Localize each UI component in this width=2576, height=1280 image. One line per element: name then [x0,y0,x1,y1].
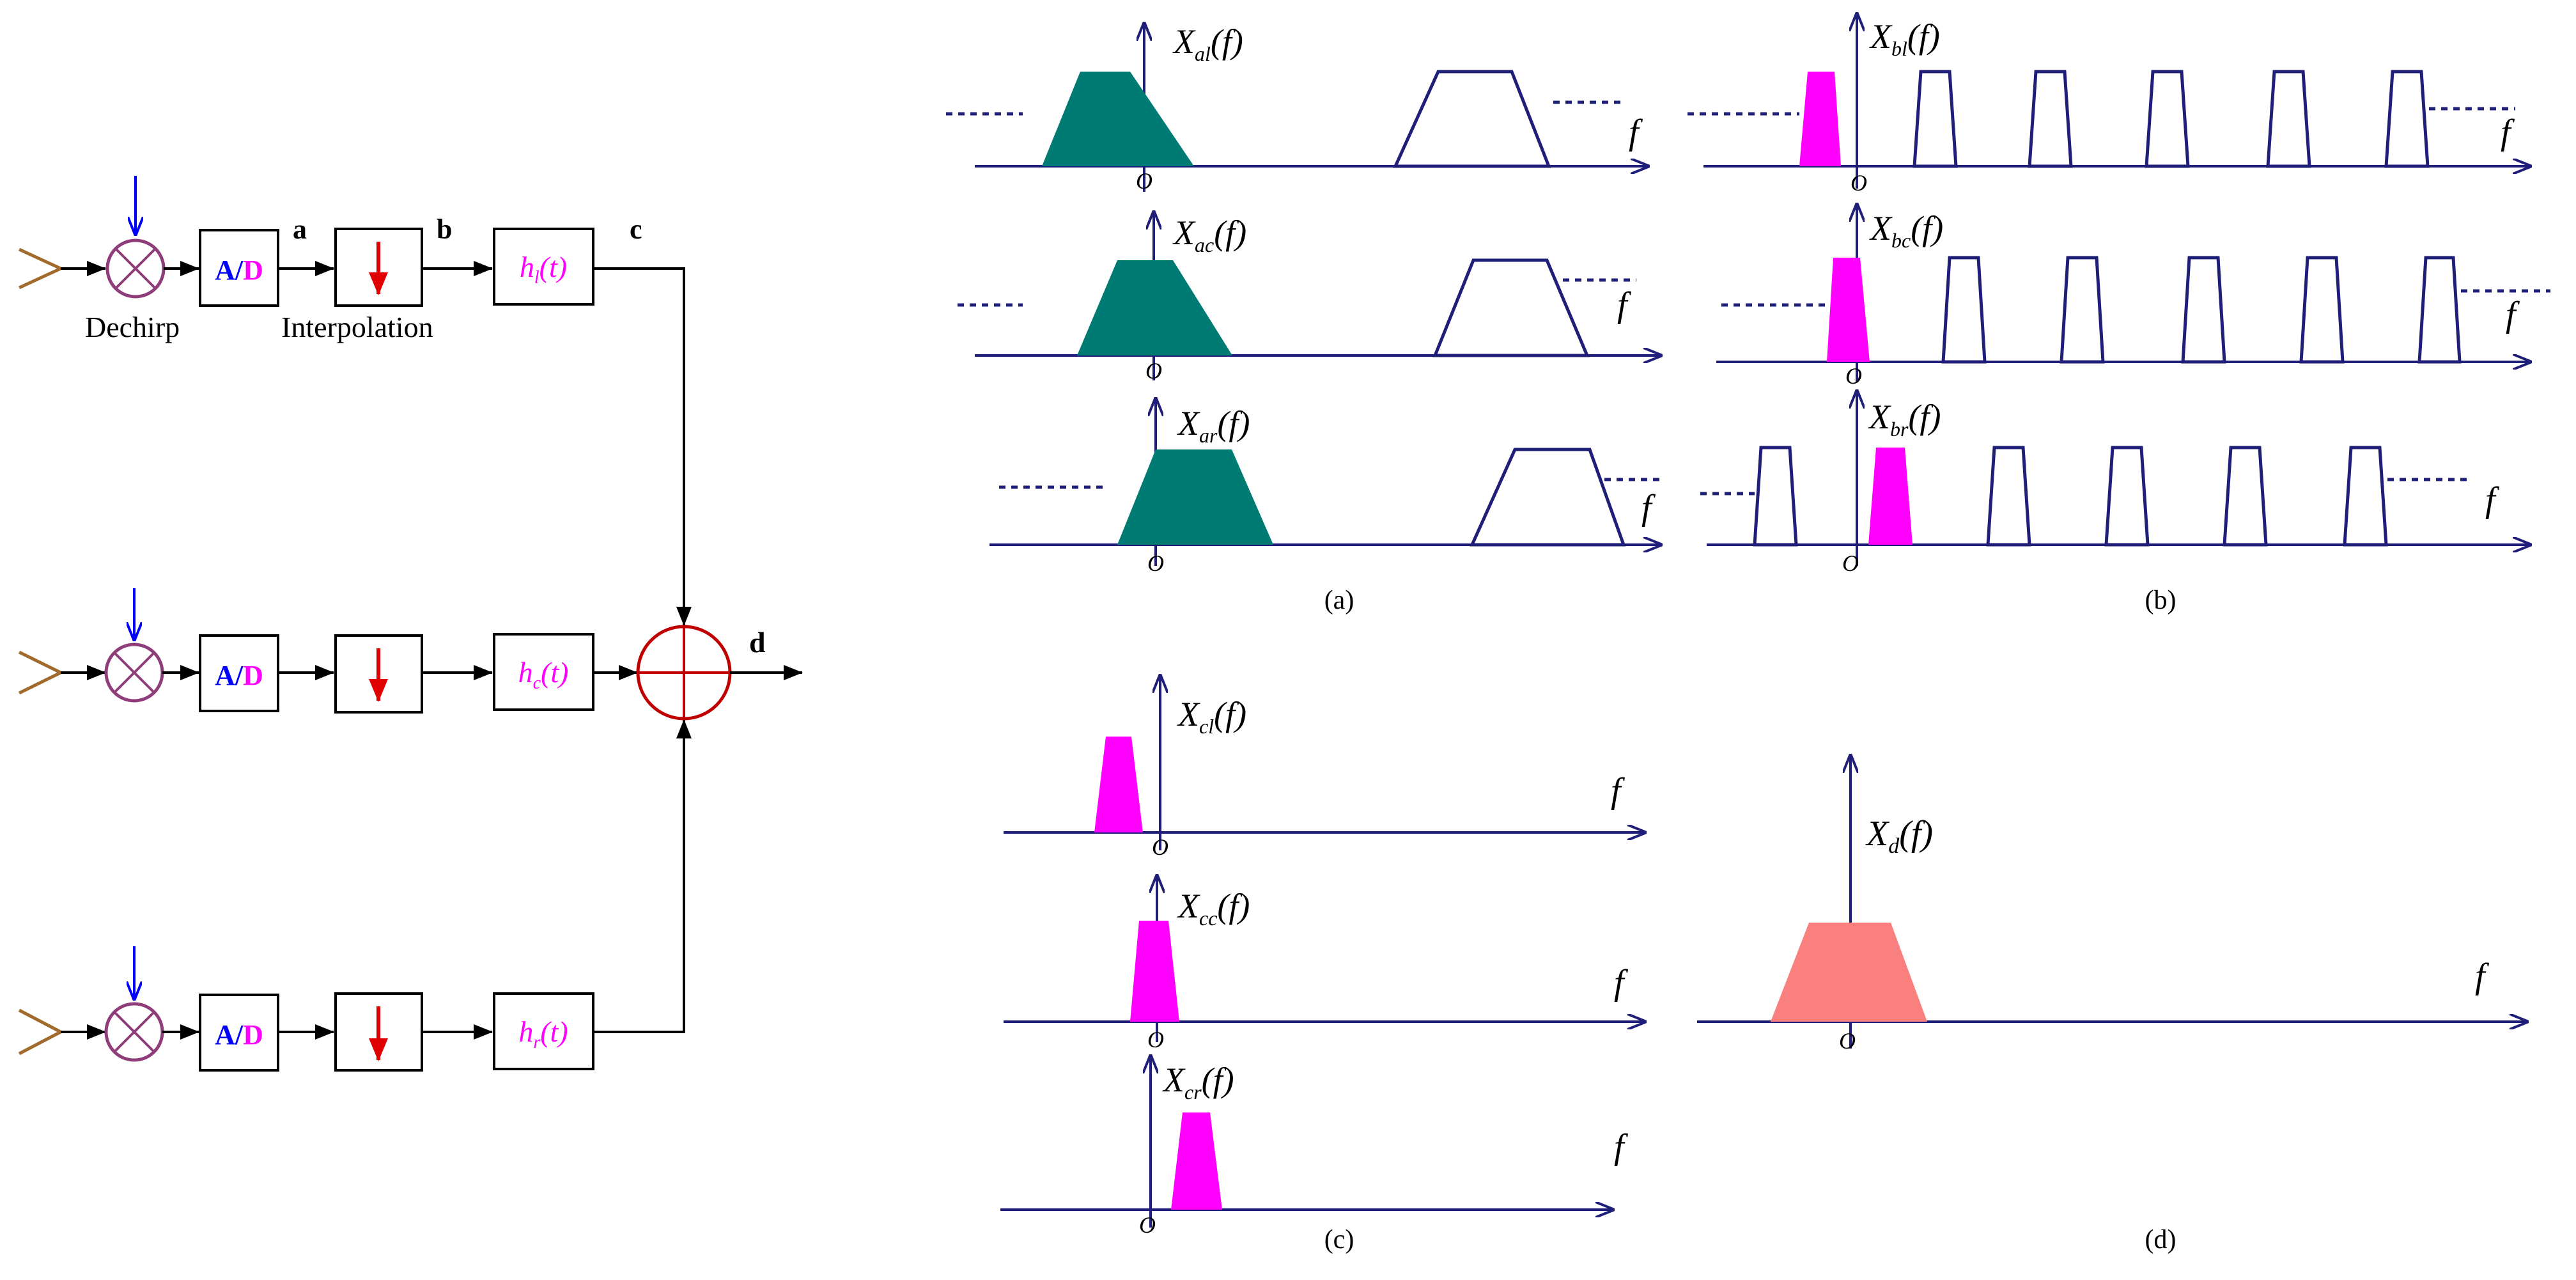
spectrum-label-d: Xd(f) [1865,814,1933,858]
panel-caption-b: (b) [2145,586,2176,615]
spectrum-label-cr: Xcr(f) [1162,1061,1234,1104]
panel-caption-c: (c) [1324,1225,1354,1254]
freq-axis-label: f [1614,1127,1629,1167]
panel-d: Xd(f) f O (d) [1697,754,2528,1254]
freq-axis-label: f [2485,480,2500,520]
origin-label: O [1136,168,1152,194]
origin-label: O [1851,170,1867,196]
freq-axis-label: f [1614,963,1629,1003]
origin-label: O [1147,1027,1164,1052]
ad-label: A/D [215,1019,263,1050]
panel-a: Xal(f) f O Xac(f) f O Xar(f) f O (a) [946,22,1665,615]
origin-label: O [1152,834,1168,860]
spectrum-label-ac: Xac(f) [1172,214,1246,256]
panel-caption-a: (a) [1324,586,1354,615]
spectrum-label-br: Xbr(f) [1868,398,1941,441]
panel-caption-d: (d) [2145,1225,2176,1254]
origin-label: O [1842,550,1859,576]
channel-left: Dechirp A/D a Interpolation b hl(t) c [18,176,692,626]
origin-label: O [1839,1028,1856,1054]
ad-converter-block [199,634,279,712]
freq-axis-label: f [2506,295,2520,334]
filter-right-block [493,992,594,1070]
origin-label: O [1145,358,1162,384]
ad-converter-block [199,994,279,1072]
spectrum-label-cc: Xcc(f) [1177,887,1250,930]
origin-label: O [1845,363,1862,389]
freq-axis-label: f [1617,285,1632,325]
spectra: Xal(f) f O Xac(f) f O Xar(f) f O (a) [946,13,2550,1254]
panel-b: Xbl(f) f O Xbc(f) f O [1688,13,2550,615]
filter-left-label: hl(t) [520,251,567,288]
panel-c: Xcl(f) f O Xcc(f) f O Xcr(f) f O (c) [1000,675,1646,1254]
freq-axis-label: f [1629,113,1643,152]
antenna-icon [18,1008,65,1056]
freq-axis-label: f [1641,488,1656,527]
mixer-icon [105,238,166,299]
spectrum-label-bl: Xbl(f) [1869,17,1940,60]
ad-label: A/D [215,254,263,286]
dechirp-label: Dechirp [85,311,180,343]
freq-axis-label: f [2475,956,2490,996]
node-a-label: a [293,214,307,245]
mixer-icon [104,643,164,703]
origin-label: O [1139,1212,1156,1238]
summation-node [636,625,732,721]
node-d-label: d [749,626,766,659]
block-diagram: Dechirp A/D a Interpolation b hl(t) c [18,176,803,1072]
freq-axis-label: f [1611,771,1626,811]
filter-right-label: hr(t) [518,1015,568,1052]
spectrum-label-al: Xal(f) [1172,22,1243,65]
node-c-label: c [630,214,642,245]
origin-label: O [1147,550,1164,576]
antenna-icon [18,650,65,695]
filter-left-block [493,228,594,306]
filter-center-block [493,633,594,711]
interpolation-label: Interpolation [281,311,433,343]
spectrum-label-cl: Xcl(f) [1177,695,1246,738]
channel-right: A/D hr(t) [18,719,692,1072]
mixer-icon [104,1002,164,1062]
antenna-icon [18,247,65,290]
freq-axis-label: f [2501,113,2515,152]
channel-center: A/D hc(t) [18,588,638,714]
ad-label: A/D [215,660,263,691]
node-b-label: b [437,214,452,245]
spectrum-label-bc: Xbc(f) [1869,209,1943,252]
spectrum-label-ar: Xar(f) [1177,404,1250,447]
filter-center-label: hc(t) [518,656,569,693]
